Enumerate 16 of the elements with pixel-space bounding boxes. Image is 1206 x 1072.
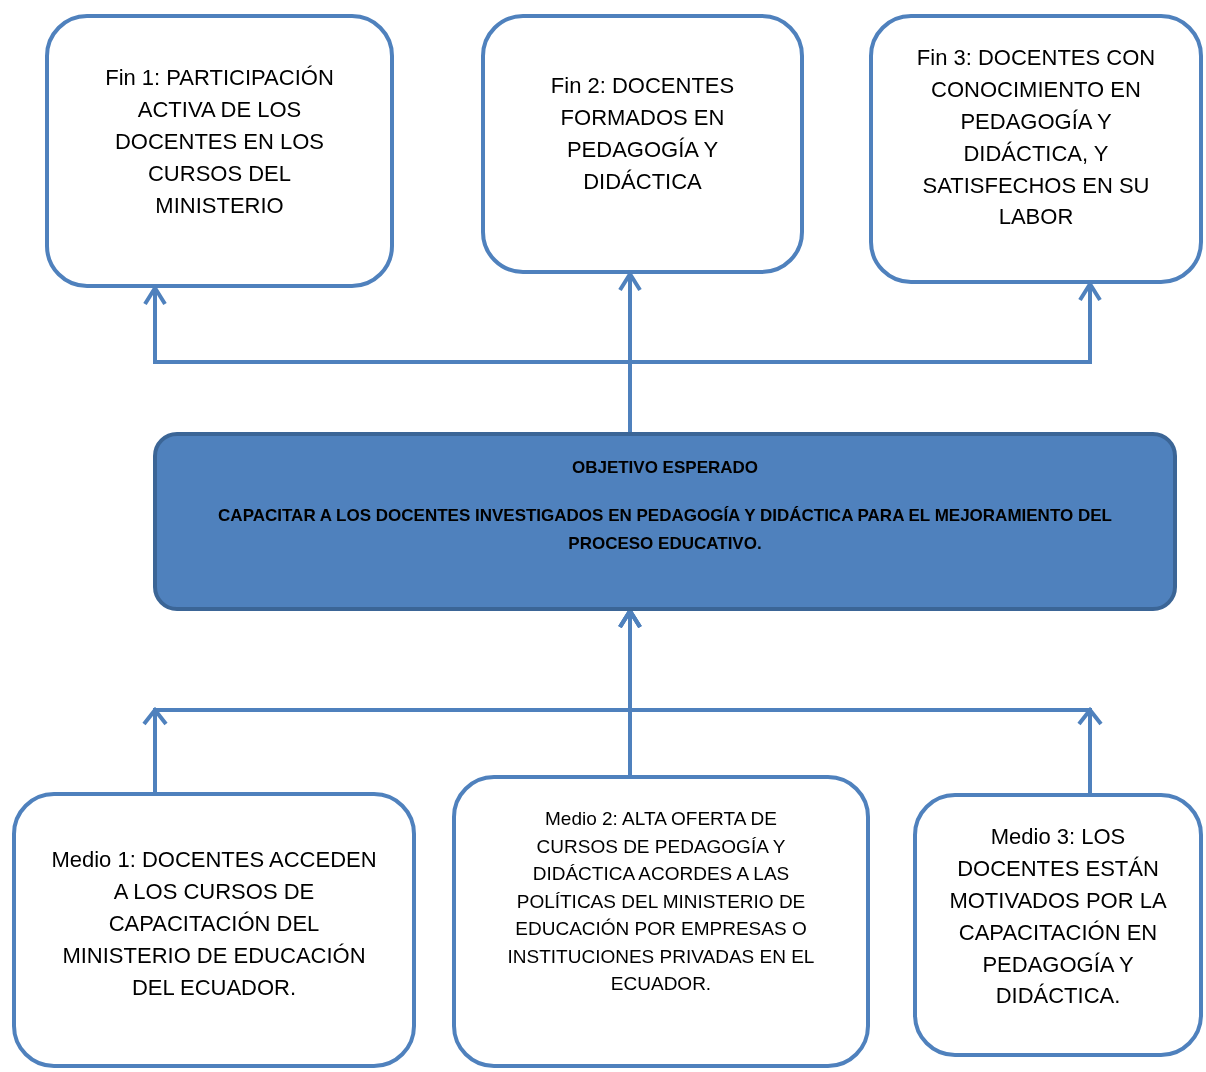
objective-text: CAPACITAR A LOS DOCENTES INVESTIGADOS EN PEDAGOGÍA Y DIDÁCTICA PARA EL MEJORAMIENTO DEL PROCESO EDUCATIVO. bbox=[217, 505, 1113, 556]
box-text: Fin 1: PARTICIPACIÓN ACTIVA DE LOS DOCENTES EN LOS CURSOS DEL MINISTERIO bbox=[104, 64, 335, 220]
box-text: Medio 1: DOCENTES ACCEDEN A LOS CURSOS DE CAPACITACIÓN DEL MINISTERIO DE EDUCACIÓN DEL ECUADOR. bbox=[50, 846, 378, 1002]
rounded-box bbox=[12, 792, 416, 1068]
arrow bbox=[618, 609, 1103, 795]
heading: OBJETIVO ESPERADO bbox=[570, 457, 760, 479]
box-text: Fin 2: DOCENTES FORMADOS EN PEDAGOGÍA Y DIDÁCTICA bbox=[549, 72, 736, 196]
rounded-box bbox=[45, 14, 394, 288]
objective-box bbox=[153, 432, 1177, 611]
box-text: Medio 3: LOS DOCENTES ESTÁN MOTIVADOS POR LA CAPACITACIÓN EN PEDAGOGÍA Y DIDÁCTICA. bbox=[948, 823, 1168, 1011]
box-text: Medio 2: ALTA OFERTA DE CURSOS DE PEDAGOGÍA Y DIDÁCTICA ACORDES A LAS POLÍTICAS DEL MINISTERIO DE EDUCACIÓN POR EMPRESAS O INSTITUCIONES PRIVADAS EN EL ECUADOR. bbox=[506, 807, 816, 997]
rounded-box bbox=[481, 14, 804, 274]
box-text: Fin 3: DOCENTES CON CONOCIMIENTO EN PEDAGOGÍA Y DIDÁCTICA, Y SATISFECHOS EN SU LABOR bbox=[915, 44, 1157, 232]
rounded-box bbox=[869, 14, 1203, 284]
rounded-box bbox=[452, 775, 870, 1068]
rounded-box bbox=[913, 793, 1203, 1057]
